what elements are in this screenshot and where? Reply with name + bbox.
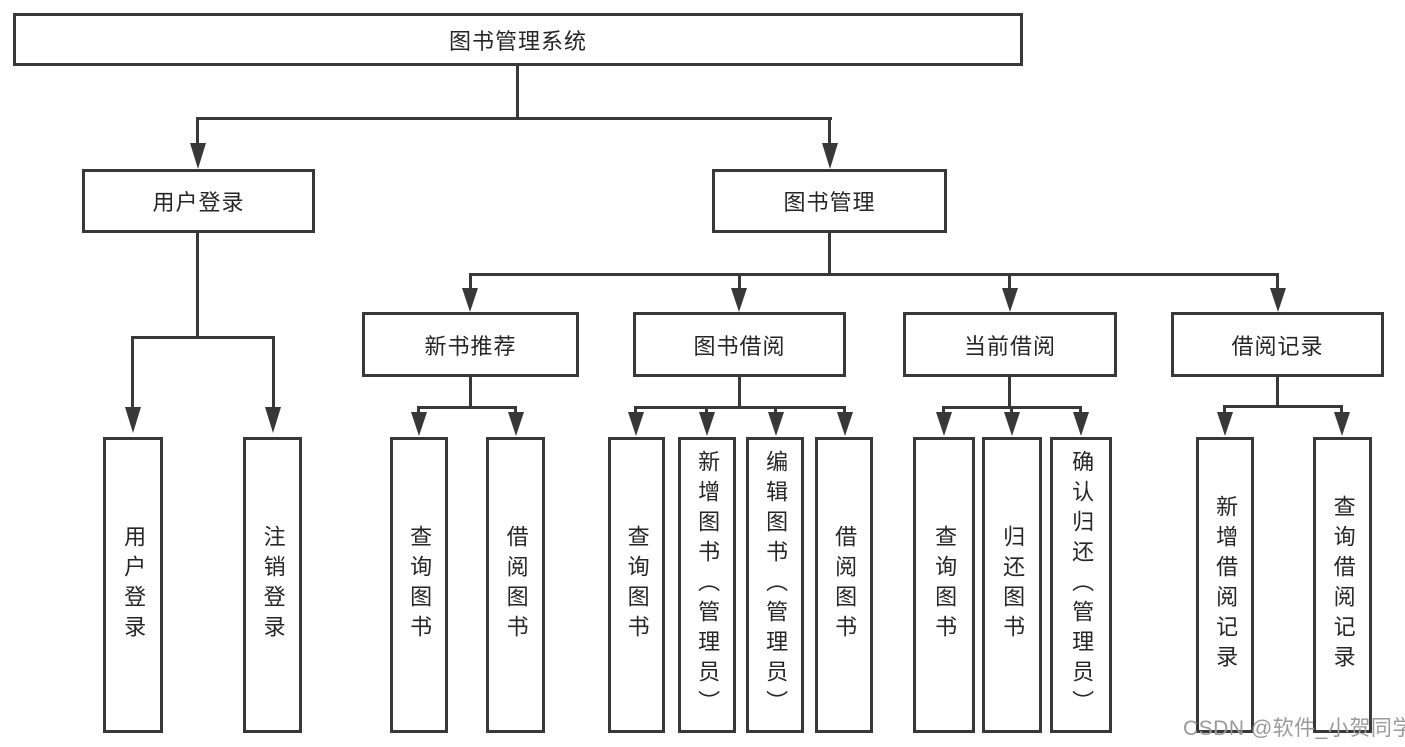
leaf-label: 查询图书 [624, 525, 650, 645]
connector-user-login-trunk [196, 233, 199, 336]
arrow-down-icon [1073, 412, 1089, 436]
connector-stem [1276, 273, 1279, 289]
node-library-system: 图书管理系统 [13, 13, 1023, 66]
leaf-label: 借阅图书 [503, 525, 529, 645]
leaf-add-books-admin: 新增图书（管理员） [678, 437, 736, 733]
leaf-label: 归还图书 [1000, 525, 1026, 645]
arrow-down-icon [1002, 288, 1018, 312]
connector-stem [1079, 406, 1082, 414]
csdn-watermark: CSDN @软件_小贺同学 [1183, 717, 1405, 740]
leaf-return-books: 归还图书 [982, 437, 1042, 733]
connector-trunk [1276, 377, 1279, 405]
node-book-management: 图书管理 [712, 169, 947, 233]
connector-stem [843, 406, 846, 414]
connector-split [1223, 405, 1343, 408]
node-current-borrowing: 当前借阅 [903, 312, 1117, 377]
connector-stem [196, 117, 199, 145]
connector-trunk [1008, 377, 1011, 406]
leaf-label: 新增图书（管理员） [695, 450, 721, 720]
arrow-down-icon [411, 412, 427, 436]
arrow-down-icon [936, 412, 952, 436]
leaf-label: 查询图书 [407, 525, 433, 645]
arrow-down-icon [1217, 412, 1233, 436]
leaf-query-books: 查询图书 [608, 437, 665, 733]
connector-stem [514, 406, 517, 414]
leaf-label: 确认归还（管理员） [1069, 450, 1095, 720]
connector-split [634, 406, 846, 409]
connector-stem [131, 336, 134, 407]
arrow-down-icon [125, 407, 141, 433]
connector-stem [1340, 405, 1343, 414]
connector-book-mgmt-split [469, 273, 1279, 276]
connector-stem [634, 406, 637, 414]
leaf-query-books-recommend: 查询图书 [390, 437, 448, 733]
connector-split [417, 406, 517, 409]
leaf-label: 借阅图书 [832, 525, 858, 645]
connector-stem [1010, 406, 1013, 414]
arrow-down-icon [822, 143, 838, 169]
node-new-book-recommend: 新书推荐 [362, 312, 579, 377]
leaf-label: 新增借阅记录 [1213, 495, 1239, 675]
arrow-down-icon [265, 407, 281, 433]
arrow-down-icon [508, 412, 524, 436]
connector-stem [738, 273, 741, 289]
leaf-label: 用户登录 [121, 525, 147, 645]
leaf-label: 编辑图书（管理员） [763, 450, 789, 720]
arrow-down-icon [1270, 288, 1286, 312]
connector-stem [828, 117, 831, 145]
arrow-down-icon [699, 412, 715, 436]
leaf-query-books-current: 查询图书 [913, 437, 975, 733]
leaf-borrow-books-recommend: 借阅图书 [486, 437, 545, 733]
connector-stem [417, 406, 420, 414]
leaf-logout: 注销登录 [243, 437, 302, 733]
leaf-borrow-books: 借阅图书 [815, 437, 873, 733]
arrow-down-icon [731, 288, 747, 312]
leaf-user-login: 用户登录 [103, 437, 163, 733]
node-user-login: 用户登录 [82, 169, 315, 233]
leaf-query-borrow-record: 查询借阅记录 [1313, 437, 1372, 733]
connector-trunk [738, 377, 741, 406]
leaf-add-borrow-record: 新增借阅记录 [1196, 437, 1254, 733]
arrow-down-icon [1004, 412, 1020, 436]
leaf-confirm-return-admin: 确认归还（管理员） [1050, 437, 1112, 733]
connector-stem [1223, 405, 1226, 414]
leaf-label: 注销登录 [260, 525, 286, 645]
connector-trunk [469, 377, 472, 406]
connector-stem [272, 336, 275, 407]
connector-root-trunk [516, 66, 519, 117]
arrow-down-icon [462, 288, 478, 312]
arrow-down-icon [837, 412, 853, 436]
node-book-borrowing: 图书借阅 [633, 312, 846, 377]
connector-stem [1008, 273, 1011, 289]
connector-stem [469, 273, 472, 289]
connector-stem [942, 406, 945, 414]
arrow-down-icon [190, 143, 206, 169]
leaf-edit-books-admin: 编辑图书（管理员） [746, 437, 804, 733]
connector-stem [774, 406, 777, 414]
connector-user-login-split [131, 336, 275, 339]
leaf-label: 查询图书 [932, 525, 958, 645]
leaf-label: 查询借阅记录 [1330, 495, 1356, 675]
arrow-down-icon [1334, 412, 1350, 436]
node-borrowing-records: 借阅记录 [1171, 312, 1384, 377]
arrow-down-icon [768, 412, 784, 436]
connector-root-split [196, 117, 832, 120]
connector-book-mgmt-trunk [828, 233, 831, 273]
arrow-down-icon [628, 412, 644, 436]
connector-stem [705, 406, 708, 414]
